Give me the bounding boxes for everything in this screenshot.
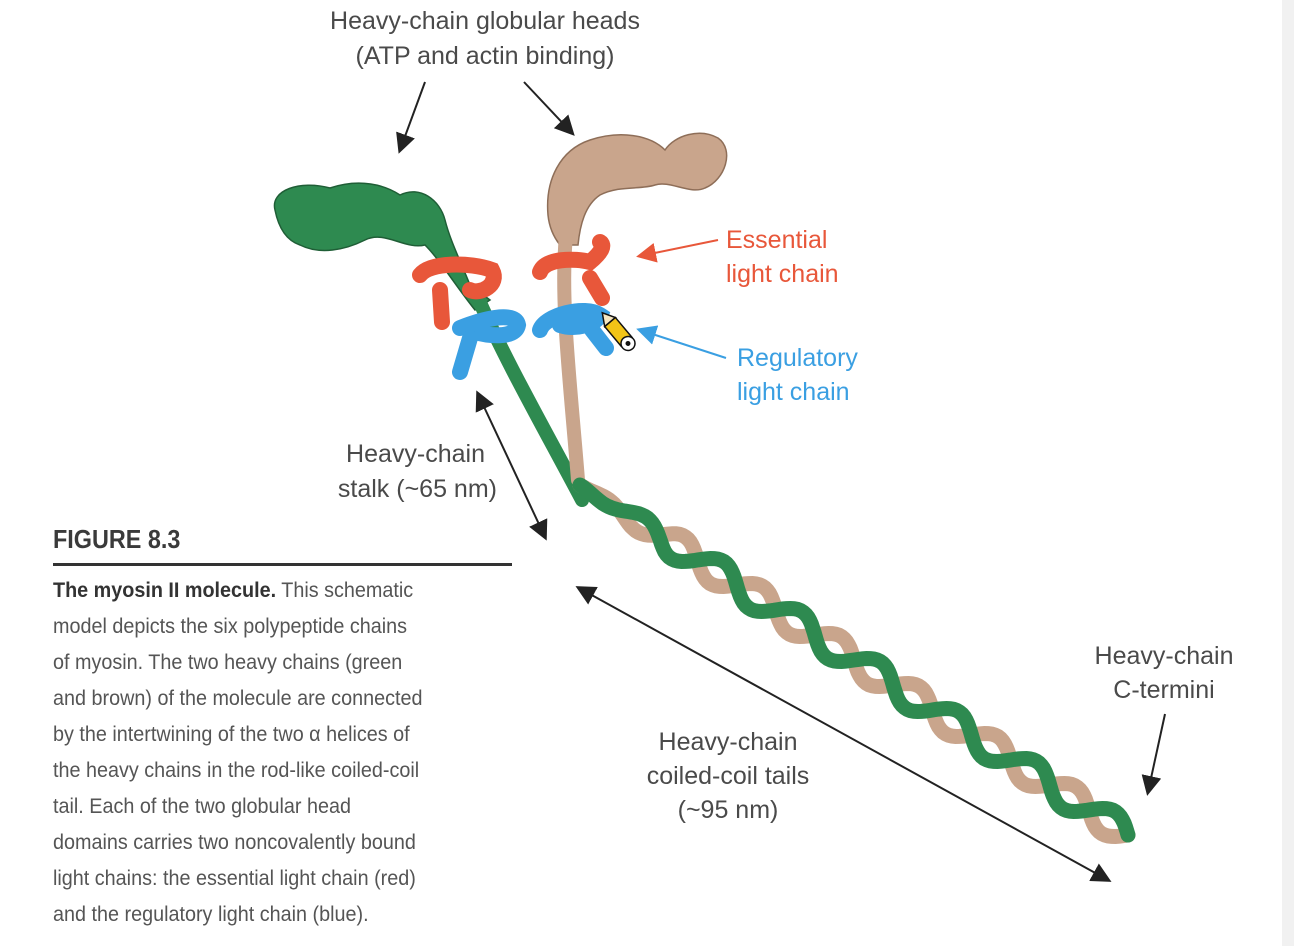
essential-label-line2: light chain — [726, 260, 839, 288]
tails-label-line2: coiled-coil tails — [646, 762, 810, 790]
caption-title: The myosin II molecule. — [53, 578, 277, 602]
tails-label-line1: Heavy-chain — [658, 728, 798, 756]
caption-text: This schematic — [276, 578, 414, 602]
tail-length-arrow — [575, 586, 1112, 882]
brown-regulatory-light-chain — [532, 303, 614, 356]
brown-stalk — [557, 228, 585, 487]
green-essential-light-chain — [412, 256, 502, 330]
caption-line: of myosin. The two heavy chains (green — [53, 650, 403, 674]
cterm-label-line2: C-termini — [1113, 676, 1215, 704]
arrow-regulatory-light-chain — [636, 325, 727, 359]
caption-line: and brown) of the molecule are connected — [53, 686, 423, 710]
caption-line: The myosin II molecule. This schematic — [53, 572, 485, 608]
brown-essential-light-chain — [532, 234, 611, 306]
caption-line: light chains: the essential light chain … — [53, 866, 416, 890]
caption-line: the heavy chains in the rod-like coiled-… — [53, 758, 420, 782]
regulatory-label-line2: light chain — [737, 378, 850, 406]
tails-label-line3: (~95 nm) — [677, 796, 779, 824]
arrow-c-termini — [1141, 713, 1166, 796]
right-edge-strip — [1282, 0, 1294, 946]
green-globular-head — [273, 182, 492, 312]
stalk-label-line2: stalk (~65 nm) — [337, 475, 497, 503]
stalk-length-arrow — [475, 390, 548, 541]
arrow-to-brown-head — [523, 81, 575, 136]
caption-line: and the regulatory light chain (blue). — [53, 902, 369, 926]
caption-line: domains carries two noncovalently bound — [53, 830, 416, 854]
caption-line: model depicts the six polypeptide chains — [53, 614, 408, 638]
green-regulatory-light-chain — [452, 309, 527, 380]
essential-label-line1: Essential — [726, 226, 828, 254]
cterm-label-line1: Heavy-chain — [1094, 642, 1234, 670]
stalk-label-line1: Heavy-chain — [346, 440, 485, 468]
arrow-essential-light-chain — [636, 239, 719, 263]
figure-caption: The myosin II molecule. This schematic m… — [53, 572, 523, 932]
brown-globular-head — [546, 132, 728, 246]
figure-number: FIGURE 8.3 — [53, 524, 181, 554]
heads-label-line1: Heavy-chain globular heads — [330, 7, 640, 35]
caption-line: by the intertwining of the two α helices… — [53, 722, 410, 746]
caption-line: tail. Each of the two globular head — [53, 794, 352, 818]
pencil-cursor-icon — [601, 311, 636, 352]
heads-label-line2: (ATP and actin binding) — [355, 42, 615, 70]
regulatory-label-line1: Regulatory — [737, 344, 858, 372]
arrow-to-green-head — [396, 81, 426, 154]
caption-rule — [53, 563, 512, 566]
